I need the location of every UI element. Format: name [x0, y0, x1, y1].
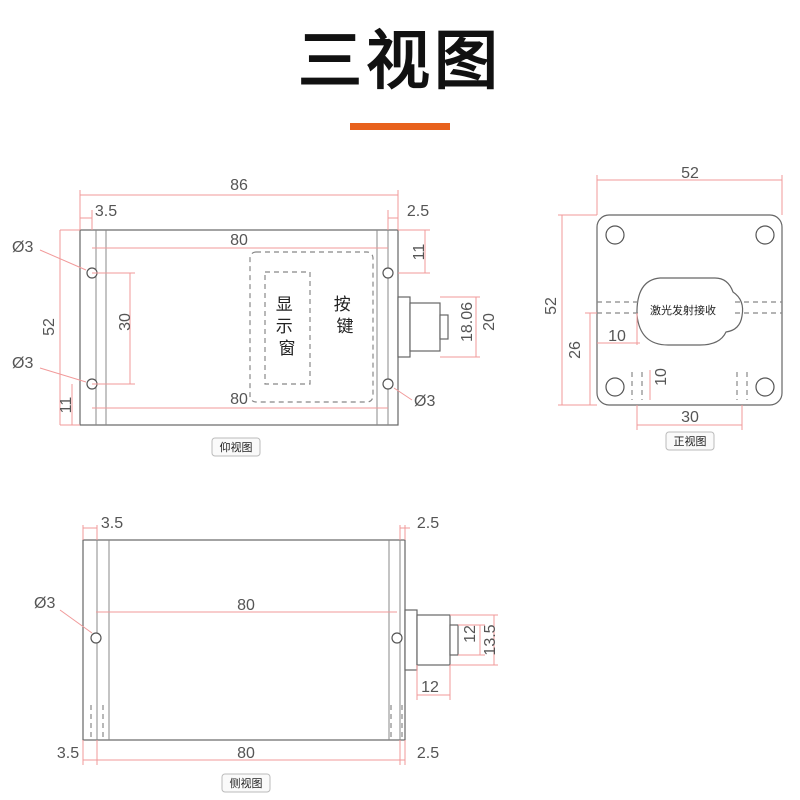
mount-hole [382, 378, 394, 390]
dim-line-height [59, 229, 80, 426]
title-accent-bar [350, 123, 450, 130]
bottom-view-body [79, 229, 399, 426]
mount-hole [382, 267, 394, 279]
dim-connector-1: 18.06 [459, 302, 476, 342]
dim-side-right-offset: 2.5 [417, 515, 439, 532]
display-window-label: 显 示 窗 [276, 295, 298, 359]
display-label-char: 示 [276, 317, 293, 337]
mount-hole [605, 377, 625, 397]
dim-hole-spacing-top: 80 [230, 232, 248, 249]
dim-front-width: 52 [681, 165, 699, 182]
display-label-char: 显 [276, 295, 293, 315]
dim-front-height: 52 [543, 297, 560, 315]
button-label: 按 键 [334, 295, 356, 337]
dim-line-window-height [585, 312, 597, 405]
dim-top-inset: 11 [411, 244, 428, 261]
dim-side-hole-spacing: 80 [237, 597, 255, 614]
dim-line-side-offsets-top [82, 525, 410, 540]
dim-line-connector-h [450, 614, 498, 666]
mount-hole [755, 225, 775, 245]
bottom-view: 86 3.5 2.5 80 80 11 11 52 30 Ø3 Ø3 Ø3 18… [12, 177, 498, 457]
dim-line-side-bottom [82, 740, 406, 765]
dim-line-connector [440, 296, 480, 358]
button-label-char: 按 [334, 295, 351, 315]
dim-side-connector-h1: 12 [462, 625, 479, 643]
front-hidden-lines [597, 301, 782, 314]
dim-side-hole-dia: Ø3 [34, 595, 55, 612]
bottom-view-caption: 仰视图 [220, 440, 253, 454]
dim-hole-dia: Ø3 [12, 355, 33, 372]
dim-slot-spacing: 30 [681, 409, 699, 426]
dim-leaders [39, 249, 413, 401]
dim-left-offset: 3.5 [95, 203, 117, 220]
header: 三视图 [0, 0, 800, 157]
dim-hole-spacing-bottom: 80 [230, 391, 248, 408]
caption-box [211, 437, 261, 457]
connector-body [416, 614, 451, 666]
dim-hole-vertical: 30 [117, 313, 134, 331]
connector-flange [397, 296, 411, 358]
display-window-outline [249, 251, 374, 403]
dim-line-front-width [596, 175, 783, 215]
dim-side-connector-h2: 13.5 [482, 624, 499, 655]
mount-hole [605, 225, 625, 245]
front-slots [631, 372, 748, 400]
dim-height: 52 [41, 318, 58, 336]
dim-line-top-inset [398, 229, 430, 274]
button-label-char: 键 [337, 317, 354, 337]
connector-tip [439, 314, 449, 340]
dim-line-connector-w [416, 665, 451, 700]
caption-box [221, 773, 271, 793]
dim-bottom-inset: 11 [58, 397, 75, 414]
front-view: 52 52 10 26 10 30 激光发射接收 正视图 [543, 165, 783, 451]
display-window-inner [264, 271, 311, 385]
dim-slot-height: 10 [653, 368, 670, 386]
dim-line-overall-length [79, 190, 399, 230]
dim-line-front-height [558, 214, 597, 406]
dim-line-window-offset [597, 313, 640, 345]
dim-side-left-offset: 3.5 [101, 515, 123, 532]
dim-overall-length: 86 [230, 177, 248, 194]
connector-body [409, 302, 441, 352]
dim-line-offsets [80, 210, 398, 230]
dim-side-connector-w: 12 [421, 679, 439, 696]
mount-hole [755, 377, 775, 397]
mount-hole [391, 632, 403, 644]
caption-box [665, 431, 715, 451]
laser-label: 激光发射接收 [650, 303, 716, 317]
connector-tip [449, 624, 459, 656]
side-view-caption: 侧视图 [230, 776, 263, 790]
mount-hole [90, 632, 102, 644]
dim-line-hole-vertical [92, 272, 135, 385]
dim-hole-dia: Ø3 [12, 239, 33, 256]
dim-line-slot-spacing [636, 405, 743, 430]
dim-right-offset: 2.5 [407, 203, 429, 220]
display-label-char: 窗 [279, 339, 296, 359]
dim-window-height: 26 [567, 341, 584, 359]
dim-side-right-offset-bottom: 2.5 [417, 745, 439, 762]
side-view: 3.5 2.5 80 Ø3 12 12 13.5 3.5 80 2.5 侧视图 [34, 515, 499, 793]
side-view-body [82, 539, 406, 741]
page-title: 三视图 [298, 25, 502, 99]
dim-side-length-bottom: 80 [237, 745, 255, 762]
dim-side-left-offset-bottom: 3.5 [57, 745, 79, 762]
connector-flange [404, 609, 418, 671]
dim-leader [59, 609, 93, 634]
dim-window-offset: 10 [608, 328, 626, 345]
front-view-caption: 正视图 [674, 434, 707, 448]
dim-hole-dia: Ø3 [414, 393, 435, 410]
dim-connector-2: 20 [481, 313, 498, 331]
